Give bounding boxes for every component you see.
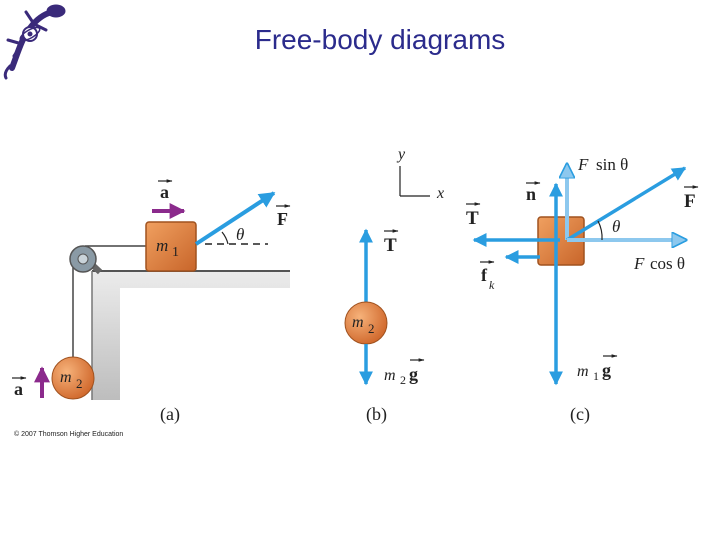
axes-icon [399,166,430,197]
weight-g-b: g [409,364,418,384]
panel-b: T m 2 m 2 g (b) [344,228,425,425]
gecko-logo-icon [3,4,66,80]
weight-sub-c: 1 [593,369,599,383]
ball-m2-subscript-b: 2 [368,321,375,336]
normal-force-label: n [526,184,536,204]
panel-a-caption: (a) [160,404,180,425]
block-m1-label: m [156,236,168,255]
block-m1-subscript: 1 [172,245,179,260]
slide-title: Free-body diagrams [254,24,506,55]
force-label-a: F [277,209,288,229]
axis-x-label: x [436,185,444,202]
force-label-c: F [684,191,696,212]
table-surface [92,271,290,400]
pulley-icon [69,245,103,275]
weight-sub-b: 2 [400,373,406,387]
f-sin-F: F [577,155,589,174]
panel-b-caption: (b) [366,404,387,425]
applied-force-arrow-c [566,166,687,242]
panel-c: y x n F sin θ F F cos θ θ T f k m [396,146,699,425]
ball-m2-label-b: m [352,314,364,331]
tension-label-b: T [384,235,397,256]
ball-acceleration-label: a [14,379,23,399]
copyright-text: © 2007 Thomson Higher Education [14,430,123,438]
panel-a: m 1 a θ F m 2 a (a) © 2007 Thomson Highe… [12,179,291,438]
angle-label-a: θ [236,225,244,244]
axis-y-label: y [396,146,406,163]
tension-label-c: T [466,208,479,229]
block-m1 [145,221,197,272]
ball-m2 [51,356,95,400]
friction-label: f [481,265,488,285]
applied-force-arrow [194,191,276,246]
ball-m2-label: m [60,369,72,386]
weight-g-c: g [602,360,611,380]
f-sin-label: sin θ [596,155,628,174]
f-cos-F: F [633,254,645,273]
friction-subscript: k [489,278,495,292]
panel-c-caption: (c) [570,404,590,425]
weight-m-b: m [384,367,396,384]
ball-m2-subscript: 2 [76,376,83,391]
f-cos-label: cos θ [650,254,685,273]
angle-label-c: θ [612,217,620,236]
block-acceleration-label: a [160,182,169,202]
weight-m-c: m [577,363,589,380]
